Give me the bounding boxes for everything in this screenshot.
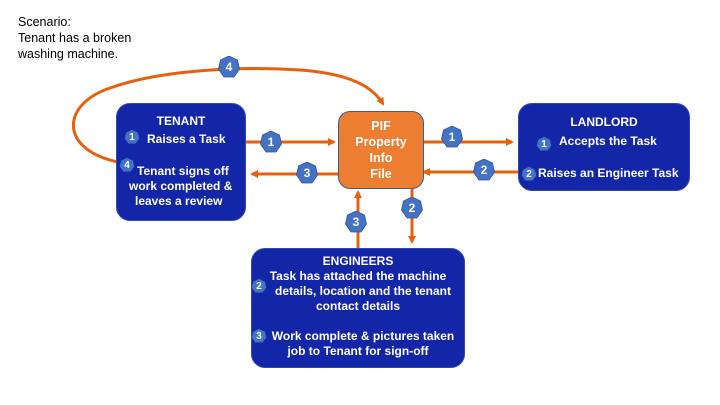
step-badge: 2 (251, 278, 267, 294)
engineers-step2-text: details, location and the tenant (274, 284, 452, 298)
connector-step-badge: 2 (473, 159, 495, 181)
pif-line: Property (355, 135, 407, 149)
pif-line: File (370, 167, 392, 181)
landlord-title: LANDLORD (570, 115, 638, 129)
engineers-step3-text: job to Tenant for sign-off (287, 344, 429, 358)
engineers-step2-text: Task has attached the machine (269, 269, 447, 283)
tenant-step4-text: leaves a review (135, 194, 223, 208)
scenario-line: Tenant has a broken (18, 31, 132, 45)
connector-step-badge: 2 (401, 197, 423, 219)
connector-step-badge: 3 (345, 211, 367, 233)
tenant-box: TENANT Raises a Task Tenant signs off wo… (116, 103, 246, 221)
connector-step-badge: 1 (260, 131, 282, 153)
scenario-text: Scenario: Tenant has a broken washing ma… (18, 14, 131, 62)
connector-step-badge: 1 (441, 126, 463, 148)
connector-step-badge: 4 (218, 56, 240, 78)
tenant-title: TENANT (156, 114, 206, 128)
landlord-step2-text: Raises an Engineer Task (538, 166, 679, 180)
engineers-step2-text: contact details (315, 299, 401, 313)
step-badge: 1 (124, 129, 140, 145)
scenario-line: washing machine. (18, 47, 119, 61)
step-badge: 2 (521, 166, 537, 182)
pif-box: PIF Property Info File (338, 111, 424, 189)
engineers-step3-text: Work complete & pictures taken (271, 329, 455, 343)
landlord-box: LANDLORD Accepts the Task Raises an Engi… (518, 103, 690, 191)
pif-line: Info (369, 151, 393, 165)
engineers-box: ENGINEERS Task has attached the machine … (251, 248, 465, 368)
step-badge: 3 (251, 328, 267, 344)
scenario-heading: Scenario: (18, 15, 71, 29)
step-badge: 1 (536, 136, 552, 152)
tenant-step4-text: work completed & (129, 179, 233, 193)
engineers-title: ENGINEERS (322, 254, 394, 268)
step-badge: 4 (119, 157, 135, 173)
tenant-step1-text: Raises a Task (147, 132, 226, 146)
arrow-tenant-to-pif-loop (72, 67, 385, 164)
connector-step-badge: 3 (296, 162, 318, 184)
tenant-step4-text: Tenant signs off (137, 164, 229, 178)
pif-line: PIF (371, 119, 391, 133)
landlord-step1-text: Accepts the Task (559, 134, 657, 148)
